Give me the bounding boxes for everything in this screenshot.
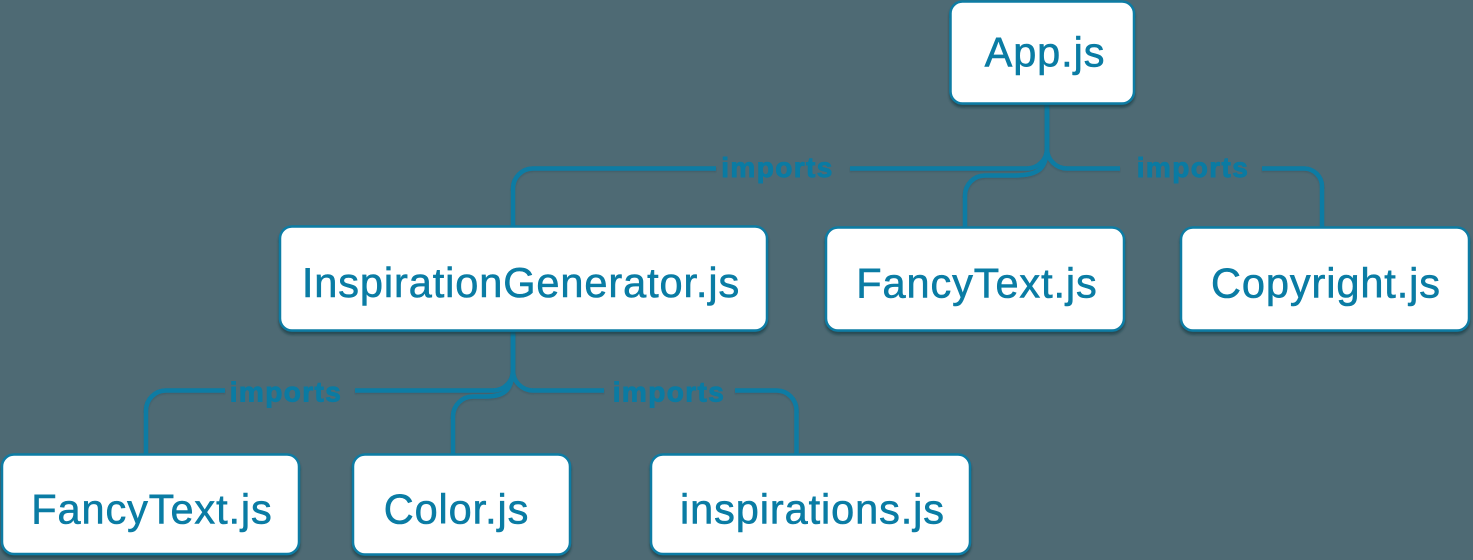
svg-text:App.js: App.js: [985, 29, 1106, 76]
svg-text:Color.js: Color.js: [384, 486, 530, 533]
svg-text:inspirations.js: inspirations.js: [680, 486, 945, 533]
svg-text:imports: imports: [613, 377, 725, 408]
svg-text:imports: imports: [721, 152, 833, 183]
svg-text:Copyright.js: Copyright.js: [1211, 260, 1441, 307]
svg-text:InspirationGenerator.js: InspirationGenerator.js: [302, 259, 740, 306]
svg-text:FancyText.js: FancyText.js: [856, 260, 1097, 307]
svg-text:imports: imports: [230, 377, 342, 408]
svg-text:FancyText.js: FancyText.js: [31, 486, 272, 533]
svg-text:imports: imports: [1137, 152, 1249, 183]
